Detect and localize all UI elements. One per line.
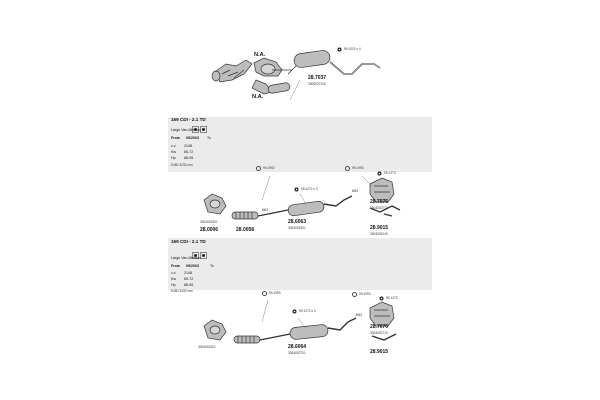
callout: 3304002301: [198, 345, 216, 349]
callout: 99.1993: [352, 166, 364, 170]
part-number: 28.7037: [308, 75, 327, 81]
spec-label: Hp: [171, 283, 176, 287]
gasket-icon: [345, 166, 350, 171]
spec-value: 65-72: [184, 277, 194, 281]
to-label: To: [207, 136, 211, 140]
spec-value: 2148: [184, 271, 192, 275]
label-na-upper: N.A.: [254, 52, 266, 58]
top-manifold-assembly: [211, 59, 253, 83]
spec-value: 65-72: [184, 150, 194, 154]
oe-reference: 3306027115: [308, 82, 326, 86]
callout: 99.1273: [384, 171, 396, 175]
callout: 99.1272 x 3: [299, 309, 316, 313]
oe-reference: 3304002301: [200, 220, 218, 224]
spec-value: 88-95: [184, 283, 194, 287]
spec-panel-1: [168, 117, 432, 172]
s2-center-muffler: [289, 324, 329, 340]
s2-catalyst: [203, 319, 227, 341]
s1-rear-muffler: [369, 177, 395, 203]
from-label: From: [171, 136, 180, 140]
spec-label: Kw: [171, 150, 176, 154]
spec-value: 88-95: [184, 156, 194, 160]
oe-reference: 3304002140: [370, 232, 388, 236]
part-number: 28.0058: [236, 227, 255, 233]
from-label: From: [171, 264, 180, 268]
part-number: 28.6064: [288, 344, 307, 350]
part-number: 28.0006: [200, 227, 219, 233]
callout: 99.1272 x 3: [301, 187, 318, 191]
callout: Ø63: [352, 189, 359, 193]
callout: 99.1273: [386, 296, 398, 300]
part-number: 28.9015: [370, 225, 389, 231]
clamp-icon: [337, 47, 342, 52]
callout: 99.1993: [359, 292, 371, 296]
oe-reference: 3304002710: [370, 331, 388, 335]
s1-tailpipe: [323, 195, 353, 207]
part-number: 28.7076: [370, 199, 389, 205]
engine-icon: [192, 252, 208, 260]
label-na-lower: N.A.: [252, 94, 264, 100]
top-catalyst-upper: [253, 57, 283, 77]
clamp-icon: [294, 187, 299, 192]
clamp-icon: [377, 171, 382, 176]
spec-label: c.c.: [171, 271, 177, 275]
section-subtitle: Large Van-Minibus: [171, 128, 201, 132]
oe-reference: 3304002710: [370, 206, 388, 210]
top-front-muffler: [293, 50, 331, 68]
callout: Ø63: [356, 313, 363, 317]
callout: 99.1993: [269, 291, 281, 295]
to-label: To: [210, 264, 214, 268]
s2-rear-muffler: [369, 301, 395, 327]
oe-reference: 3304002701: [288, 351, 306, 355]
callout: Ø63: [262, 208, 269, 212]
s1-tail-section: [369, 205, 401, 217]
clamp-icon: [379, 296, 384, 301]
top-catalyst-lower: [251, 79, 291, 95]
s1-catalyst: [203, 193, 227, 215]
spec-panel-2: [168, 238, 432, 290]
spec-label: Hp: [171, 156, 176, 160]
spec-label: Kw: [171, 277, 176, 281]
s2-tailpipe: [327, 317, 357, 331]
s1-flex-pipe: [231, 211, 259, 220]
from-value: 09/2003: [186, 136, 199, 140]
callout: 99.1992: [263, 166, 275, 170]
model-code: E480 3233 mm: [171, 163, 193, 167]
oe-reference: 3304002301: [288, 226, 306, 230]
gasket-icon: [352, 292, 357, 297]
s1-center-muffler: [287, 200, 325, 217]
engine-icon: [192, 126, 208, 134]
section-subtitle: Large Van-Minibus: [171, 256, 201, 260]
part-number: 28.7070: [370, 324, 389, 330]
s2-flex-pipe: [233, 335, 261, 344]
spec-value: 2148: [184, 144, 192, 148]
spec-label: c.c.: [171, 144, 177, 148]
section-title: 169 CDI - 2.1 TD: [171, 239, 206, 244]
part-number: 28.6063: [288, 219, 307, 225]
model-code: E480 3433 mm: [171, 289, 193, 293]
gasket-icon: [262, 291, 267, 296]
callout: 99.1020 x 4: [344, 47, 361, 51]
clamp-icon: [292, 309, 297, 314]
section-title: 169 CDI - 2.1 TD: [171, 117, 206, 122]
part-number: 28.9015: [370, 349, 389, 355]
from-value: 09/2003: [186, 264, 199, 268]
gasket-icon: [256, 166, 261, 171]
